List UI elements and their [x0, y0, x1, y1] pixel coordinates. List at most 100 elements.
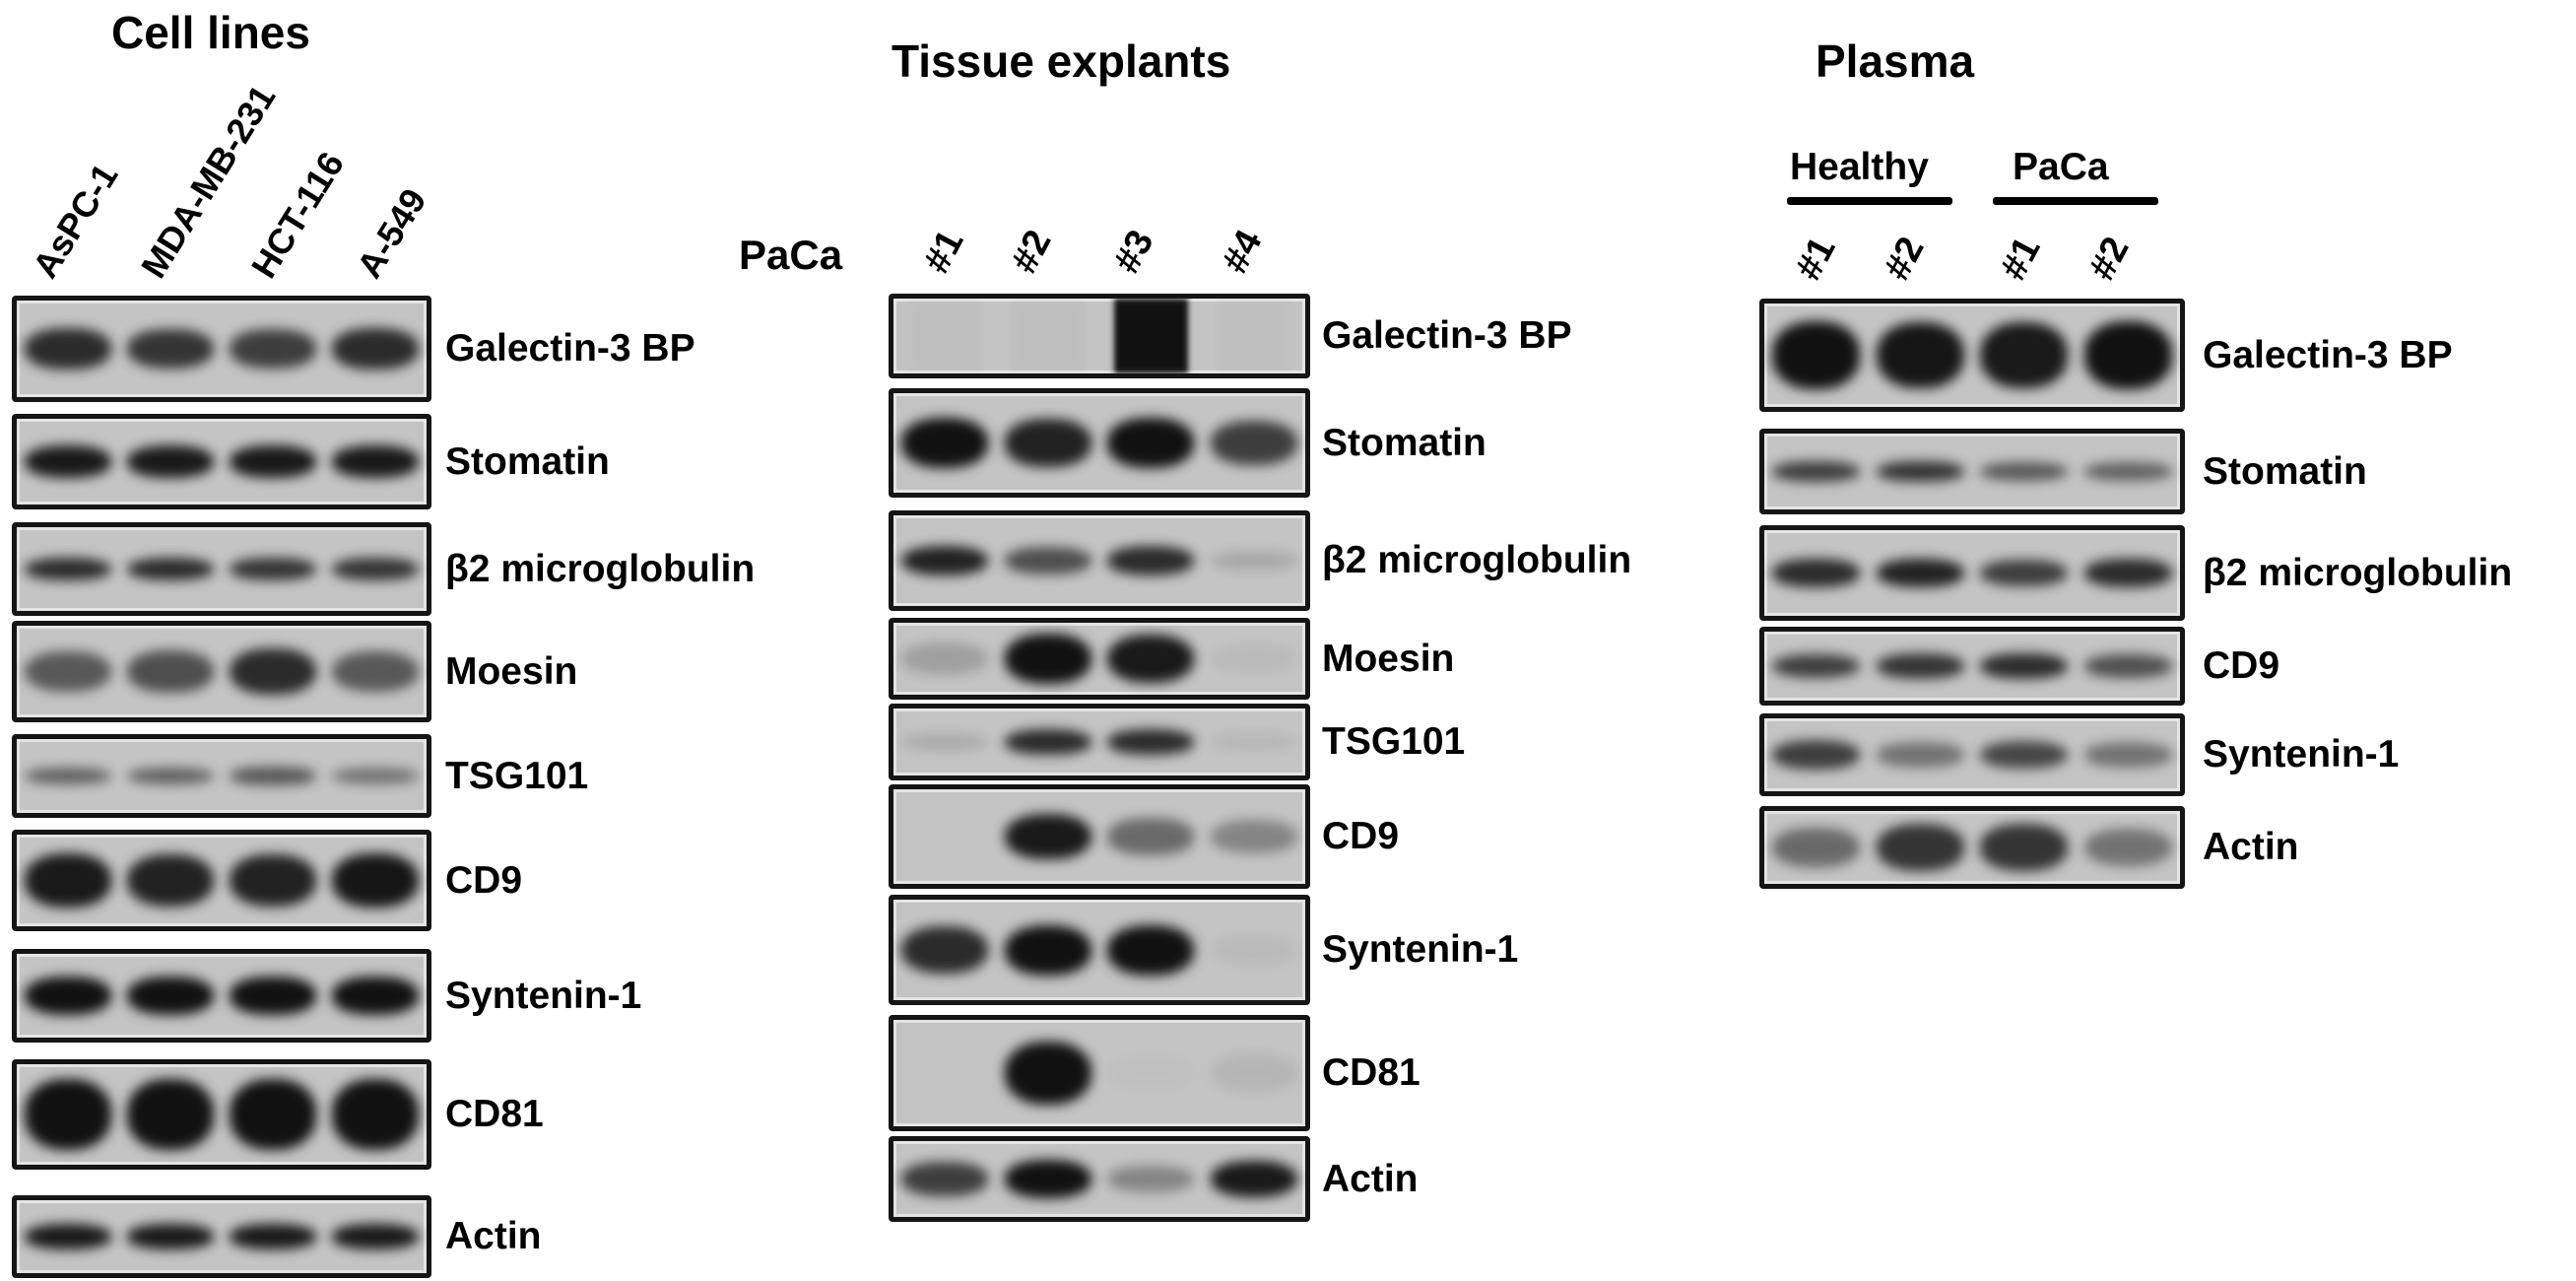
- band: [1876, 321, 1964, 389]
- lane: [1203, 900, 1306, 1000]
- band: [1004, 813, 1091, 860]
- lane: [17, 301, 119, 397]
- lane: [1203, 708, 1306, 775]
- row-label: β2 microglobulin: [2203, 551, 2513, 594]
- blot-cell-lines-tsg101: [12, 734, 431, 818]
- band: [908, 299, 982, 373]
- band: [2083, 654, 2172, 678]
- row-label: Stomatin: [2203, 449, 2367, 493]
- blot-cell-lines-actin: [12, 1195, 431, 1278]
- lane-label-plasma-2: #2: [1876, 230, 1933, 287]
- lane: [324, 835, 427, 926]
- lane: [893, 299, 997, 373]
- blot-tissue-explants-cd9: [889, 784, 1310, 889]
- band: [1107, 818, 1195, 855]
- blot-cell-lines-galectin-3-bp: [12, 296, 431, 402]
- lane: [1869, 811, 1973, 884]
- lane: [222, 626, 324, 717]
- lane: [1869, 718, 1973, 791]
- row-label: CD9: [1322, 815, 1400, 857]
- band: [25, 557, 111, 581]
- blot-plasma-stomatin: [1759, 429, 2185, 514]
- band: [1772, 653, 1861, 679]
- lane: [324, 626, 427, 717]
- band: [1004, 633, 1091, 685]
- group-label-paca: PaCa: [739, 232, 843, 278]
- lane: [2077, 718, 2181, 791]
- band: [1980, 322, 2069, 388]
- lane: [1869, 632, 1973, 701]
- lane: [1972, 303, 2077, 407]
- band: [1210, 734, 1297, 750]
- band: [127, 649, 214, 694]
- band: [1210, 1054, 1297, 1092]
- blot-tissue-explants-galectin-3-bp: [889, 294, 1310, 378]
- band: [1772, 827, 1861, 868]
- row-label: Moesin: [445, 649, 578, 693]
- band: [1004, 729, 1091, 755]
- row-label: CD9: [445, 858, 523, 902]
- band: [901, 1162, 989, 1196]
- band: [1980, 559, 2069, 586]
- band: [332, 445, 419, 478]
- lane: [1203, 299, 1306, 373]
- lane: [1099, 900, 1203, 1000]
- band: [1107, 1165, 1195, 1193]
- lane: [893, 623, 997, 695]
- blot-tissue-explants-syntenin-1: [889, 895, 1310, 1005]
- lane: [324, 1064, 427, 1165]
- lane: [119, 835, 222, 926]
- band: [1004, 1041, 1091, 1106]
- blot-tissue-explants-actin: [889, 1136, 1310, 1222]
- lane-label-cell-lines-1: AsPC-1: [24, 156, 126, 286]
- band: [1210, 935, 1297, 965]
- band: [1876, 824, 1964, 871]
- lane: [17, 835, 119, 926]
- row-label: TSG101: [445, 754, 589, 797]
- lane: [997, 299, 1100, 373]
- lane: [119, 527, 222, 611]
- row-label: β2 microglobulin: [445, 547, 756, 590]
- lane: [1869, 530, 1973, 616]
- lane: [997, 1020, 1100, 1126]
- band: [901, 926, 989, 974]
- panel-title-plasma: Plasma: [1816, 35, 1975, 87]
- band: [25, 767, 111, 785]
- row-label: Stomatin: [445, 439, 610, 483]
- band: [127, 445, 214, 478]
- lane-label-cell-lines-4: A-549: [348, 181, 434, 286]
- band: [1210, 551, 1297, 571]
- lane: [1972, 434, 2077, 509]
- lane: [17, 626, 119, 717]
- lane-label-plasma-3: #1: [1992, 230, 2049, 287]
- band: [901, 642, 989, 675]
- band: [1876, 742, 1964, 768]
- lane: [17, 1200, 119, 1273]
- band: [1107, 729, 1195, 755]
- blot-tissue-explants-moesin: [889, 618, 1310, 700]
- band: [2083, 828, 2172, 867]
- blot-plasma-galectin-3-bp: [1759, 299, 2185, 412]
- band: [127, 1224, 214, 1249]
- band: [127, 328, 214, 370]
- row-label: Stomatin: [1322, 421, 1486, 464]
- band: [2083, 559, 2172, 587]
- band: [901, 545, 989, 576]
- lane: [1764, 434, 1869, 509]
- lane: [17, 954, 119, 1038]
- lane: [17, 1064, 119, 1165]
- row-label: TSG101: [1322, 720, 1466, 763]
- lane: [119, 626, 222, 717]
- lane-label-tissue-4: #4: [1214, 223, 1271, 280]
- lane: [222, 739, 324, 813]
- band: [1210, 820, 1297, 853]
- band: [230, 977, 316, 1015]
- band: [127, 853, 214, 908]
- lane: [997, 789, 1100, 884]
- lane: [1099, 623, 1203, 695]
- band: [230, 1079, 316, 1150]
- band: [25, 445, 111, 478]
- band: [230, 557, 316, 581]
- lane: [1869, 303, 1973, 407]
- band: [127, 977, 214, 1015]
